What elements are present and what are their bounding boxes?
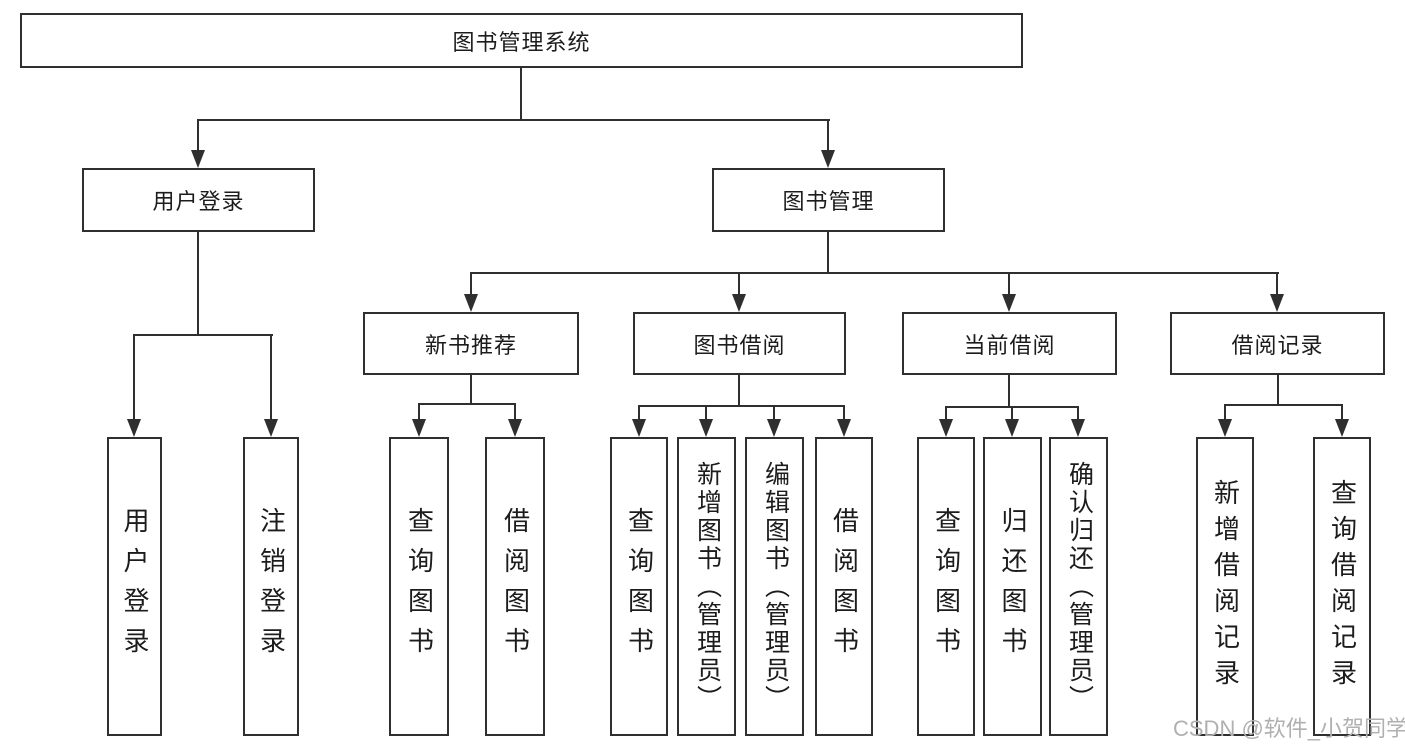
connector-root-crossbar xyxy=(197,119,830,121)
node-logout-action: 注销登录 xyxy=(243,437,299,736)
connector-book-borrow-drop-3 xyxy=(773,405,775,420)
node-label: 确认归还（管理员） xyxy=(1065,460,1093,713)
connector-book-mgmt-crossbar xyxy=(470,272,1279,274)
connector-user-login-crossbar xyxy=(133,334,273,336)
node-user-login-action: 用户登录 xyxy=(107,437,162,736)
node-label: 图书管理 xyxy=(782,189,875,214)
connector-borrow-records-stem xyxy=(1277,375,1279,406)
node-query-borrow-record: 查询借阅记录 xyxy=(1313,437,1371,736)
node-book-borrow: 图书借阅 xyxy=(633,312,846,375)
node-label: 查询图书 xyxy=(624,506,654,667)
node-label: 注销登录 xyxy=(256,506,286,667)
node-edit-books-admin: 编辑图书（管理员） xyxy=(745,437,804,736)
connector-borrow-records-crossbar xyxy=(1224,404,1343,406)
node-current-borrow: 当前借阅 xyxy=(902,312,1117,375)
node-label: 用户登录 xyxy=(152,189,245,214)
node-label: 查询借阅记录 xyxy=(1327,478,1357,695)
connector-book-borrow-drop-2 xyxy=(705,405,707,420)
arrowhead-to-query-books-2 xyxy=(632,419,646,437)
connector-root-stem xyxy=(520,68,522,121)
connector-root-left-drop xyxy=(197,119,199,154)
node-user-login: 用户登录 xyxy=(82,168,315,232)
arrowhead-to-return-books xyxy=(1005,419,1019,437)
arrowhead-to-current-borrow xyxy=(1002,294,1016,312)
connector-book-mgmt-drop-2 xyxy=(738,272,740,296)
arrowhead-to-borrow-books-1 xyxy=(508,419,522,437)
arrowhead-to-add-books xyxy=(699,419,713,437)
arrowhead-to-confirm-return xyxy=(1071,419,1085,437)
node-query-books-2: 查询图书 xyxy=(610,437,668,736)
arrowhead-to-book-borrow xyxy=(732,294,746,312)
connector-root-right-drop xyxy=(827,119,829,154)
node-label: 图书管理系统 xyxy=(452,29,591,55)
arrowhead-to-borrow-books-2 xyxy=(837,419,851,437)
node-label: 借阅图书 xyxy=(500,506,530,667)
arrowhead-to-user-login-action xyxy=(127,419,141,437)
node-confirm-return-admin: 确认归还（管理员） xyxy=(1049,437,1108,736)
connector-borrow-records-drop-1 xyxy=(1224,404,1226,420)
node-label: 编辑图书（管理员） xyxy=(761,460,789,713)
csdn-watermark: CSDN @软件_小贺同学 xyxy=(1173,716,1405,741)
node-label: 新增图书（管理员） xyxy=(693,460,721,713)
connector-book-borrow-drop-4 xyxy=(843,405,845,420)
node-book-management: 图书管理 xyxy=(712,168,945,232)
node-label: 新增借阅记录 xyxy=(1210,478,1240,695)
arrowhead-to-query-books-3 xyxy=(939,419,953,437)
node-library-management-system: 图书管理系统 xyxy=(20,13,1023,68)
connector-user-login-drop-2 xyxy=(270,334,272,420)
connector-borrow-records-drop-2 xyxy=(1341,404,1343,420)
connector-user-login-drop-1 xyxy=(133,334,135,420)
connector-book-borrow-crossbar xyxy=(638,405,845,407)
node-add-borrow-record: 新增借阅记录 xyxy=(1196,437,1254,736)
node-label: 图书借阅 xyxy=(693,332,786,358)
connector-new-book-drop-2 xyxy=(514,403,516,420)
node-label: 新书推荐 xyxy=(424,332,517,358)
node-borrow-books-2: 借阅图书 xyxy=(815,437,873,736)
arrowhead-to-user-login xyxy=(191,150,205,168)
node-new-book-recommend: 新书推荐 xyxy=(363,312,579,375)
connector-book-mgmt-drop-4 xyxy=(1276,272,1278,296)
node-label: 借阅图书 xyxy=(829,506,859,667)
connector-book-mgmt-drop-1 xyxy=(470,272,472,296)
connector-user-login-stem xyxy=(197,232,199,336)
connector-new-book-crossbar xyxy=(418,403,516,405)
node-label: 查询图书 xyxy=(404,506,434,667)
arrowhead-to-add-borrow-record xyxy=(1218,419,1232,437)
connector-current-borrow-drop-2 xyxy=(1011,406,1013,420)
connector-current-borrow-drop-1 xyxy=(945,406,947,420)
node-borrow-records: 借阅记录 xyxy=(1170,312,1385,375)
arrowhead-to-book-management xyxy=(821,150,835,168)
node-return-books: 归还图书 xyxy=(983,437,1042,736)
node-label: 归还图书 xyxy=(998,506,1027,667)
arrowhead-to-edit-books xyxy=(767,419,781,437)
arrowhead-to-new-book-recommend xyxy=(464,294,478,312)
arrowhead-to-query-borrow-record xyxy=(1335,419,1349,437)
connector-book-mgmt-drop-3 xyxy=(1008,272,1010,296)
node-label: 当前借阅 xyxy=(963,332,1056,358)
connector-book-mgmt-stem xyxy=(827,232,829,274)
connector-new-book-drop-1 xyxy=(418,403,420,420)
connector-new-book-stem xyxy=(470,375,472,405)
node-borrow-books-1: 借阅图书 xyxy=(485,437,545,736)
connector-current-borrow-stem xyxy=(1008,375,1010,408)
node-add-books-admin: 新增图书（管理员） xyxy=(677,437,736,736)
node-label: 用户登录 xyxy=(120,506,149,667)
node-label: 借阅记录 xyxy=(1231,332,1324,358)
connector-book-borrow-stem xyxy=(738,375,740,407)
arrowhead-to-borrow-records xyxy=(1270,294,1284,312)
connector-book-borrow-drop-1 xyxy=(638,405,640,420)
arrowhead-to-query-books-1 xyxy=(412,419,426,437)
arrowhead-to-logout-action xyxy=(264,419,278,437)
node-query-books-3: 查询图书 xyxy=(917,437,975,736)
node-label: 查询图书 xyxy=(931,506,961,667)
connector-current-borrow-drop-3 xyxy=(1077,406,1079,420)
node-query-books-1: 查询图书 xyxy=(389,437,449,736)
